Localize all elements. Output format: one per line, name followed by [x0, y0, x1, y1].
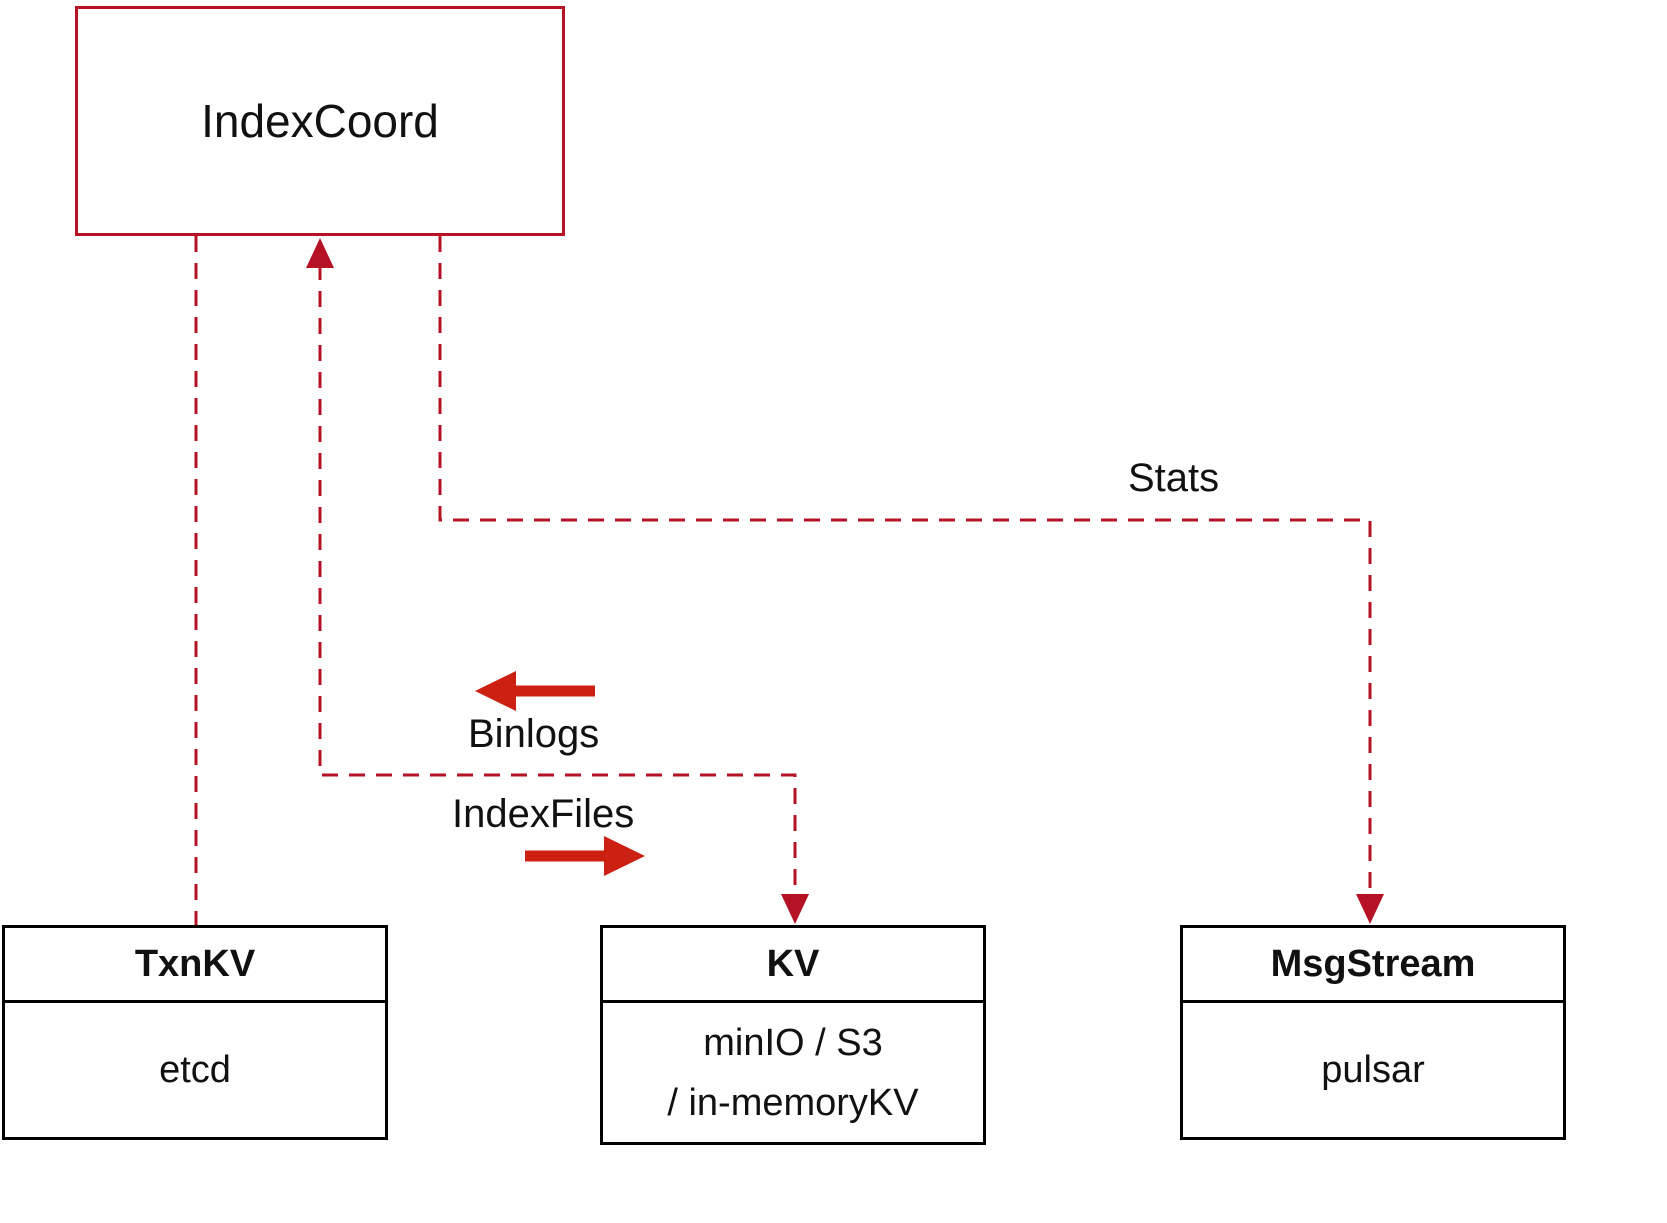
node-txnkv-title: TxnKV	[5, 928, 385, 1003]
node-txnkv-body-text: etcd	[159, 1049, 231, 1091]
arrowhead-up-indexcoord	[306, 238, 334, 268]
arrowhead-down-msgstream	[1356, 894, 1384, 924]
node-txnkv: TxnKV etcd	[2, 925, 388, 1140]
node-msgstream: MsgStream pulsar	[1180, 925, 1566, 1140]
binlogs-direction-arrow-head	[475, 671, 516, 711]
node-kv-body: minIO / S3 / in-memoryKV	[603, 1003, 983, 1142]
node-msgstream-body: pulsar	[1183, 1003, 1563, 1137]
node-kv: KV minIO / S3 / in-memoryKV	[600, 925, 986, 1145]
edge-label-binlogs: Binlogs	[468, 712, 600, 756]
edge-label-stats: Stats	[1128, 456, 1220, 500]
node-msgstream-body-text: pulsar	[1321, 1049, 1425, 1091]
node-txnkv-body: etcd	[5, 1003, 385, 1137]
node-msgstream-title: MsgStream	[1183, 928, 1563, 1003]
node-indexcoord: IndexCoord	[75, 6, 565, 236]
node-indexcoord-label: IndexCoord	[201, 95, 439, 147]
node-kv-title: KV	[603, 928, 983, 1003]
edge-label-indexfiles: IndexFiles	[452, 792, 635, 836]
node-kv-body-line2: / in-memoryKV	[667, 1081, 919, 1124]
arrowhead-down-kv	[781, 894, 809, 924]
node-kv-body-line1: minIO / S3	[703, 1021, 883, 1064]
indexfiles-direction-arrow-head	[604, 836, 645, 876]
